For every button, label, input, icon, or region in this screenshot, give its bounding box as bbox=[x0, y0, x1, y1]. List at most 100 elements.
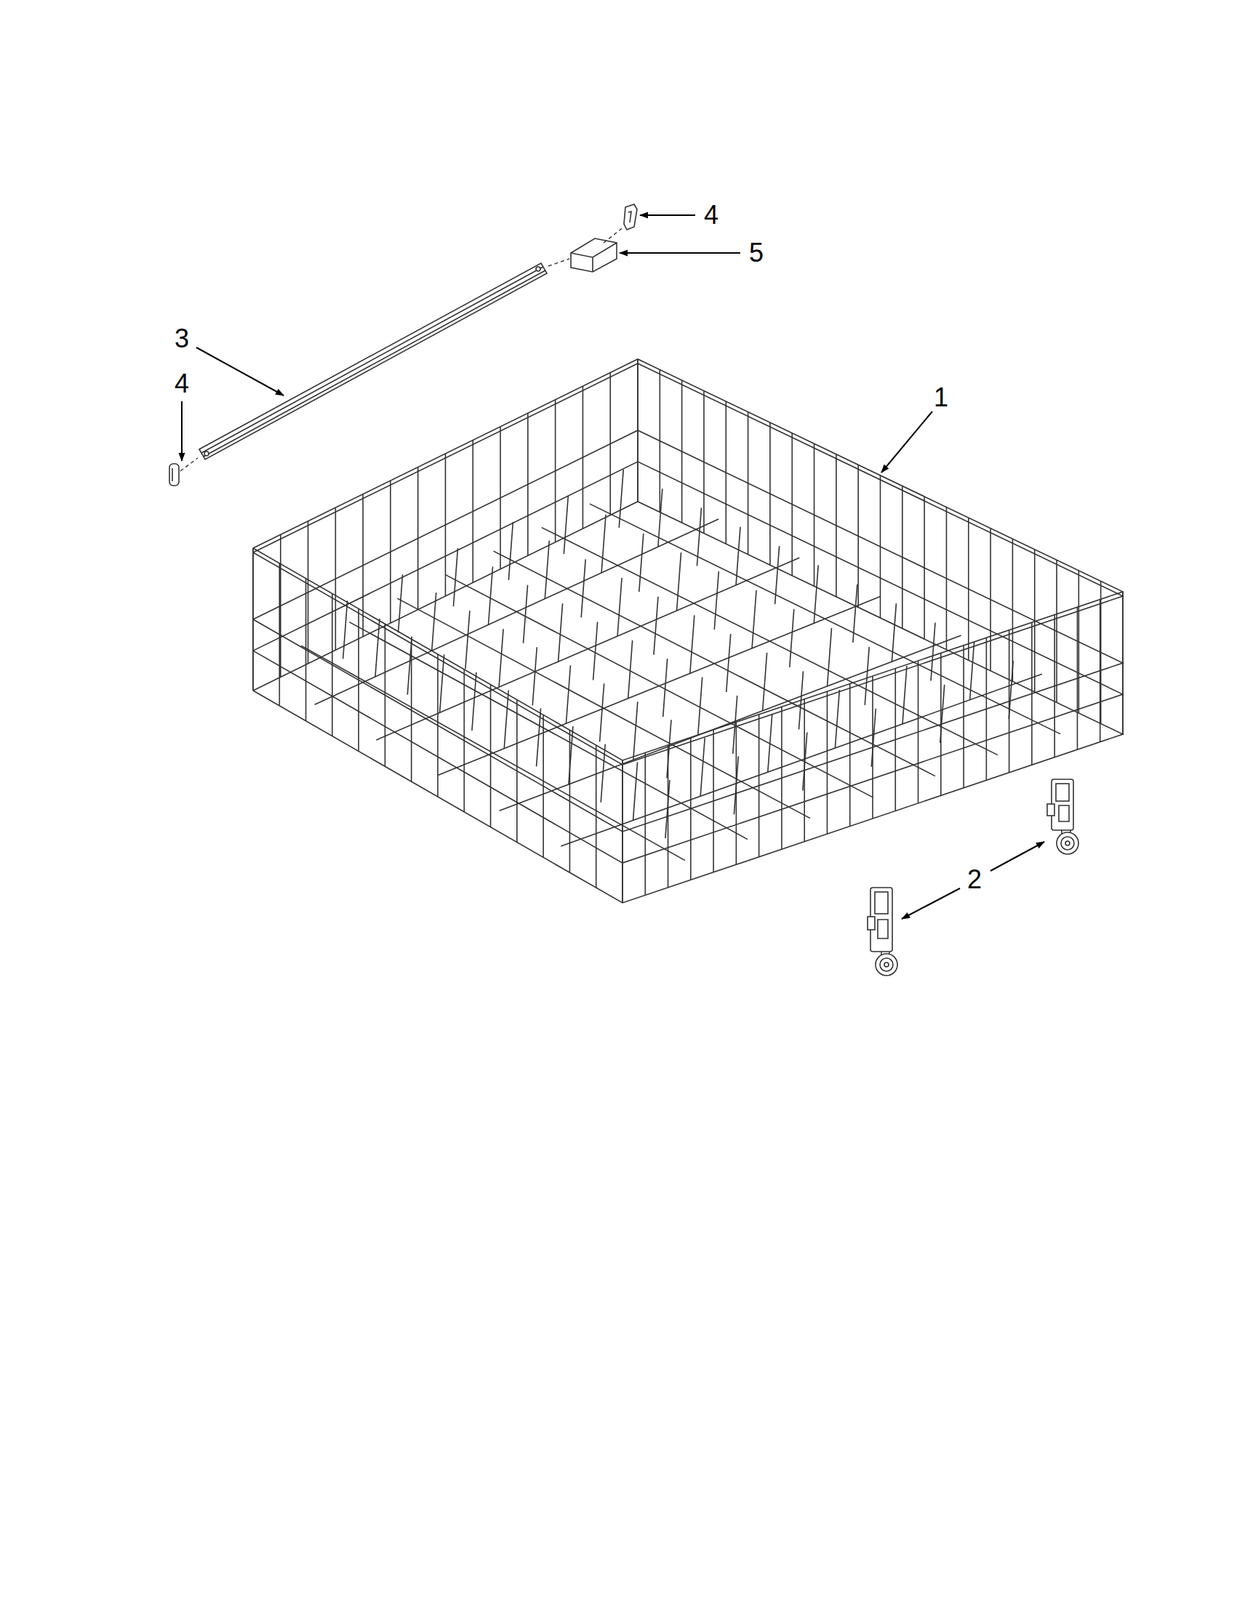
rack-wire bbox=[726, 634, 731, 693]
rack-wire bbox=[789, 609, 795, 668]
rack-wire bbox=[499, 635, 962, 811]
rack-wire bbox=[930, 622, 936, 681]
rack-wire bbox=[677, 552, 682, 611]
rack-wire bbox=[633, 701, 638, 760]
rack-wire bbox=[1078, 570, 1080, 714]
rack-wire bbox=[536, 708, 542, 767]
rack-wire bbox=[532, 647, 537, 706]
rack-wire bbox=[628, 640, 633, 699]
rack-wire bbox=[1012, 538, 1014, 682]
rack-wire bbox=[698, 677, 703, 736]
rack-wire bbox=[498, 629, 504, 688]
rack-wire bbox=[769, 422, 771, 566]
rack-wire bbox=[568, 726, 574, 785]
rack-wire bbox=[733, 756, 739, 815]
rack-wire bbox=[617, 578, 622, 637]
rack-wire bbox=[384, 623, 387, 767]
rack-wire bbox=[690, 615, 695, 674]
rack-wire bbox=[813, 443, 816, 587]
rack-wire bbox=[1053, 615, 1056, 758]
rack-wire bbox=[581, 559, 586, 618]
rack-wire bbox=[253, 461, 1123, 864]
rack-wire bbox=[703, 391, 705, 534]
rack-wire bbox=[565, 665, 571, 724]
rack-wire bbox=[314, 519, 720, 705]
rack-wire bbox=[986, 637, 988, 781]
rack-wire bbox=[923, 496, 926, 640]
rack-adjuster bbox=[867, 887, 898, 976]
rack-wire bbox=[799, 671, 804, 730]
rack-wire bbox=[253, 501, 1123, 904]
rack-wire bbox=[696, 508, 702, 567]
rack-wire bbox=[465, 610, 470, 670]
rack-wire bbox=[639, 533, 644, 592]
rack-wire bbox=[252, 548, 254, 691]
rack-wire bbox=[582, 386, 584, 529]
rack-wire bbox=[857, 464, 859, 608]
rack-wire bbox=[970, 642, 975, 701]
rack-wire bbox=[813, 565, 819, 624]
rack-wire bbox=[331, 594, 334, 737]
callout-number: 4 bbox=[174, 370, 190, 398]
rack-wire bbox=[439, 654, 445, 713]
rack-wire bbox=[609, 373, 611, 516]
leader-line bbox=[619, 252, 741, 254]
rack-wire bbox=[967, 517, 970, 661]
rack-wire bbox=[279, 534, 282, 678]
rack-wire bbox=[621, 760, 624, 904]
rack-wire bbox=[362, 494, 364, 638]
rack-wire bbox=[389, 480, 392, 624]
rack-wire bbox=[278, 563, 280, 707]
rack-wire bbox=[1122, 591, 1124, 735]
rack-wire bbox=[853, 584, 858, 643]
callout-number: 3 bbox=[174, 325, 190, 352]
leader-line bbox=[196, 347, 284, 396]
rack-wire bbox=[488, 566, 494, 625]
assembly-dash bbox=[180, 226, 624, 472]
rack-wire bbox=[901, 486, 904, 630]
rack-wire bbox=[714, 571, 719, 630]
rack-wire bbox=[417, 467, 419, 611]
rack-wire bbox=[563, 495, 568, 555]
rack-wire bbox=[471, 672, 477, 731]
rack-wire bbox=[940, 685, 945, 744]
rack-wire bbox=[544, 541, 550, 600]
rack-wire bbox=[542, 714, 544, 858]
rack-wire bbox=[665, 780, 670, 839]
rack-wire bbox=[569, 730, 571, 873]
rack-wire bbox=[735, 527, 741, 586]
rack-wire bbox=[751, 590, 757, 649]
rack-wire bbox=[762, 653, 768, 712]
rack-wire bbox=[767, 714, 773, 773]
dish-rack bbox=[253, 359, 1123, 904]
leader-line bbox=[181, 215, 1045, 920]
rack-wire bbox=[791, 433, 793, 576]
leader-line bbox=[881, 411, 933, 473]
rack-wire bbox=[802, 733, 808, 792]
rack-wire bbox=[891, 603, 896, 662]
rack-wire bbox=[490, 685, 492, 828]
rack-wire bbox=[499, 426, 502, 570]
rack-wire bbox=[252, 548, 254, 691]
rack-wire bbox=[894, 668, 896, 811]
rack-wire bbox=[1055, 559, 1058, 703]
rack-wire bbox=[453, 548, 459, 607]
rack-wire bbox=[758, 714, 760, 858]
rack-wire bbox=[527, 413, 529, 556]
rack-wire bbox=[1100, 581, 1102, 724]
rack-wire bbox=[554, 399, 557, 543]
rack-wire bbox=[962, 645, 965, 789]
rack-wire bbox=[621, 760, 624, 904]
leader-line bbox=[901, 888, 960, 920]
rack-wire bbox=[335, 507, 337, 651]
leader-line bbox=[181, 401, 183, 462]
rack-wire bbox=[471, 439, 474, 583]
rack-wire bbox=[666, 719, 672, 779]
rack-wire bbox=[775, 546, 780, 605]
rack-wire bbox=[1034, 549, 1036, 693]
rack-wire bbox=[357, 608, 360, 752]
rack-wire bbox=[343, 600, 348, 659]
rack-wire bbox=[637, 359, 639, 502]
